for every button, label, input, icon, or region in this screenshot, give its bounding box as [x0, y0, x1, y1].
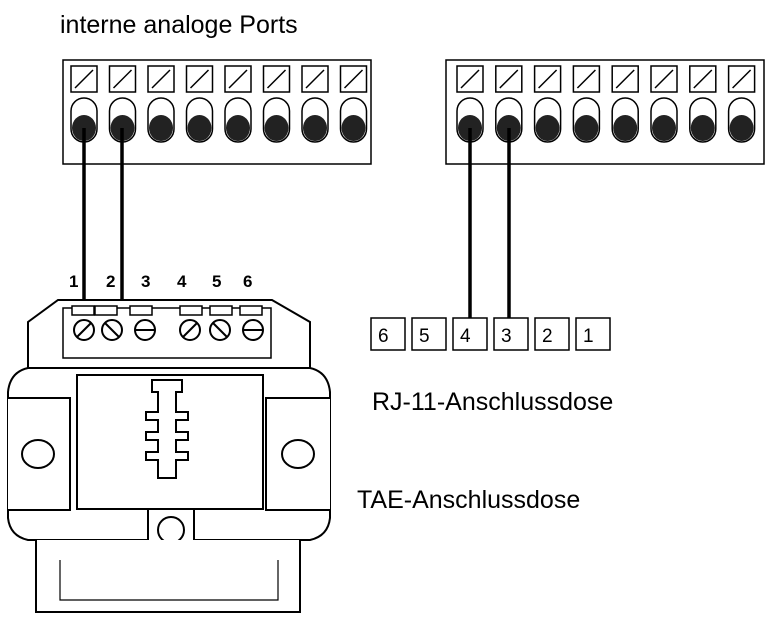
tae-caption: TAE-Anschlussdose: [357, 486, 580, 514]
right-terminal-slot-3: [533, 65, 562, 143]
left-terminal-slot-5: [224, 65, 252, 143]
tae-pin-3: 3: [141, 272, 150, 291]
left-terminal-slot-3: [147, 65, 175, 143]
rj11-pin-6: 6: [378, 326, 389, 347]
left-terminal-slot-8: [339, 65, 368, 143]
rj11-pin-2: 2: [542, 326, 553, 347]
tae-screws: [73, 319, 264, 341]
left-terminal-slot-7: [301, 65, 329, 143]
rj11-pin-box-4: [493, 317, 529, 351]
tae-pin-labels: 1 2 3 4 5 6: [69, 272, 252, 291]
right-terminal-slot-2: [495, 65, 523, 143]
rj11-pin-box-3: [452, 317, 488, 351]
wires: [82, 128, 511, 318]
tae-pin-6: 6: [243, 272, 252, 291]
diagram-title: interne analoge Ports: [60, 11, 298, 39]
tae-pin-5: 5: [212, 272, 221, 291]
tae-pin-1: 1: [69, 272, 78, 291]
left-terminal-slot-6: [262, 65, 291, 143]
terminal-block-left: [62, 59, 372, 165]
terminal-block-right: [445, 59, 765, 165]
right-terminal-slot-4: [572, 65, 601, 143]
rj11-pin-1: 1: [583, 326, 594, 347]
rj11-pin-box-2: [411, 317, 447, 351]
right-terminal-slot-1: [456, 65, 484, 143]
tae-pin-4: 4: [177, 272, 187, 291]
rj11-pin-5: 5: [419, 326, 430, 347]
right-terminal-slot-5: [611, 65, 639, 143]
rj11-pin-row: 6 5 4 3 2 1: [370, 317, 611, 351]
tae-pin-2: 2: [106, 272, 115, 291]
right-terminal-slot-6: [650, 65, 678, 143]
right-terminal-slot-8: [727, 65, 756, 143]
rj11-pin-box-5: [534, 317, 570, 351]
left-terminal-slot-4: [185, 65, 214, 143]
tae-socket: [7, 299, 331, 613]
rj11-pin-box-6: [575, 317, 611, 351]
right-terminal-slot-7: [689, 65, 717, 143]
rj11-pin-4: 4: [460, 326, 471, 347]
rj11-pin-3: 3: [501, 326, 512, 347]
rj11-pin-box-1: [370, 317, 406, 351]
rj11-caption: RJ-11-Anschlussdose: [372, 388, 613, 416]
